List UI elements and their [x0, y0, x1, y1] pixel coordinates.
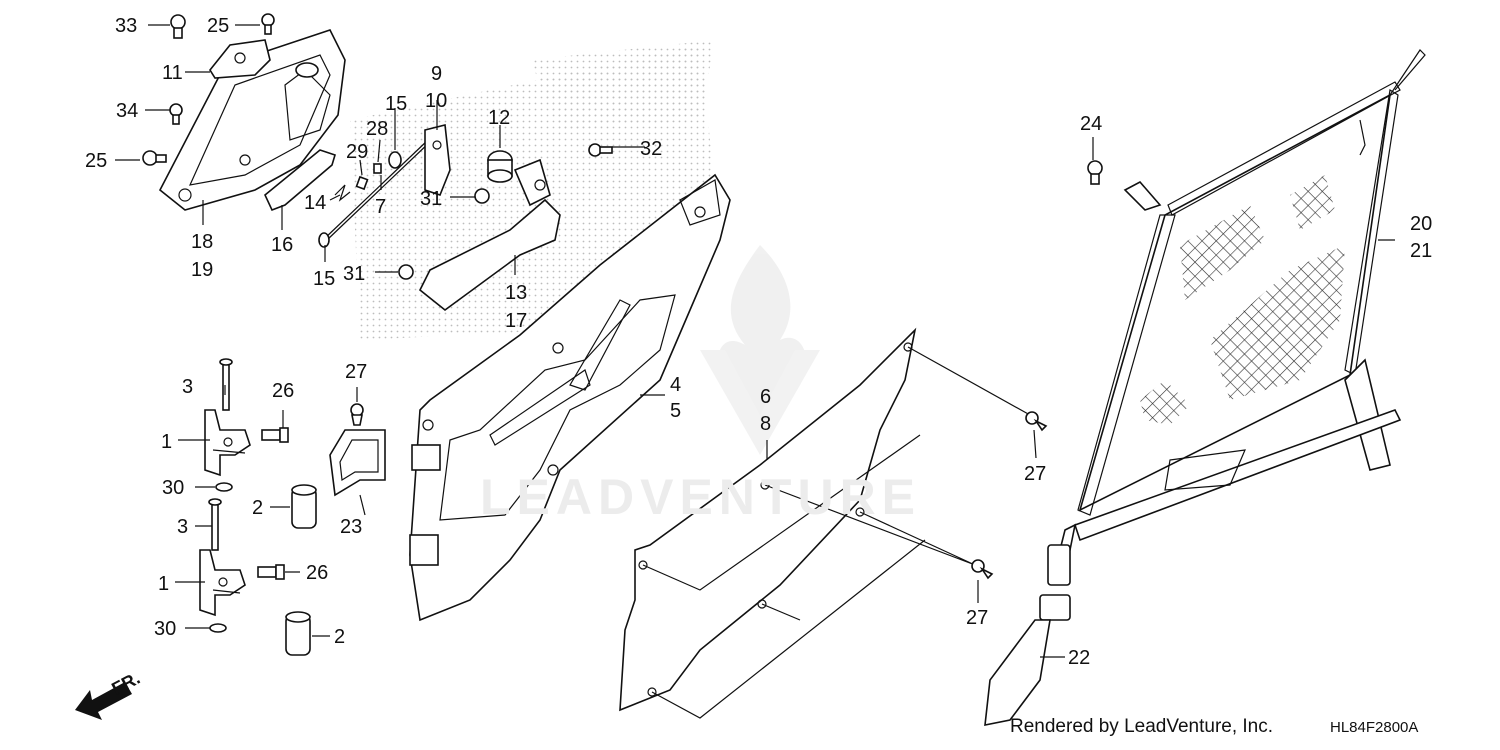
callout-20: 20 — [1410, 213, 1432, 235]
bolt-25-left — [142, 150, 167, 166]
bolt-25-top — [261, 13, 275, 35]
hinge-upper — [204, 409, 251, 477]
front-direction-arrow — [75, 682, 132, 720]
callout-18: 18 — [191, 231, 213, 253]
callout-27-left: 27 — [345, 361, 367, 383]
bolt-31-lower — [398, 264, 414, 280]
callout-26-lower: 26 — [306, 562, 328, 584]
net-strap — [984, 523, 1077, 726]
callout-19: 19 — [191, 259, 213, 281]
bolt-26-lower — [257, 564, 285, 580]
callout-34: 34 — [116, 100, 138, 122]
callout-30-upper: 30 — [162, 477, 184, 499]
door-net — [1073, 49, 1426, 542]
washer-15-lower — [318, 232, 330, 248]
callout-26-upper: 26 — [272, 380, 294, 402]
inner-door-panel — [619, 327, 917, 712]
callout-leader-lines — [115, 24, 1395, 658]
callout-22: 22 — [1068, 647, 1090, 669]
callout-24: 24 — [1080, 113, 1102, 135]
leader-lines-27 — [642, 346, 1031, 719]
pin-29 — [355, 175, 369, 191]
callout-2-upper: 2 — [252, 497, 263, 519]
callout-11: 11 — [162, 62, 183, 84]
callout-3-lower: 3 — [177, 516, 188, 538]
callout-9: 9 — [431, 63, 442, 85]
callout-12: 12 — [488, 107, 510, 129]
callout-2-lower: 2 — [334, 626, 345, 648]
hinge-pin-lower — [211, 499, 219, 551]
clip-30-upper — [215, 482, 233, 492]
callout-3-upper: 3 — [182, 376, 193, 398]
door-panel — [409, 173, 731, 622]
callout-32: 32 — [640, 138, 662, 160]
dotted-shading-area-upper — [530, 40, 715, 130]
callout-1-lower: 1 — [158, 573, 169, 595]
callout-29: 29 — [346, 141, 368, 163]
bolt-26-upper — [261, 427, 289, 443]
washer-15-upper — [388, 151, 402, 169]
callout-6: 6 — [760, 386, 771, 408]
clip-27-right-lower — [971, 559, 994, 580]
bolt-34 — [169, 103, 183, 125]
hinge-lower — [199, 549, 246, 617]
callout-17: 17 — [505, 310, 527, 332]
callout-15-upper: 15 — [385, 93, 407, 115]
diagram-code: HL84F2800A — [1330, 719, 1419, 736]
bolt-24 — [1087, 160, 1103, 185]
callout-25-left: 25 — [85, 150, 107, 172]
callout-27-upper-right: 27 — [1024, 463, 1046, 485]
callout-10: 10 — [425, 90, 447, 112]
watermark-logo — [700, 245, 820, 455]
latch-bracket — [209, 39, 271, 79]
callout-4: 4 — [670, 374, 681, 396]
bolt-33 — [170, 14, 186, 39]
callout-5: 5 — [670, 400, 681, 422]
pin-28 — [373, 163, 382, 174]
callout-14: 14 — [304, 192, 326, 214]
callout-30-lower: 30 — [154, 618, 176, 640]
callout-7: 7 — [375, 196, 386, 218]
clip-30-lower — [209, 623, 227, 633]
callout-numbers: 33 25 11 34 25 18 19 16 15 28 29 14 7 15… — [85, 15, 1432, 699]
handle-lever — [264, 149, 336, 212]
clip-27-right-upper — [1025, 411, 1048, 432]
callout-16: 16 — [271, 234, 293, 256]
callout-13: 13 — [505, 282, 527, 304]
hinge-pin-upper — [222, 359, 230, 411]
net-anchor — [1123, 180, 1162, 211]
callout-28: 28 — [366, 118, 388, 140]
cover-23 — [329, 429, 386, 497]
callout-27-lower-right: 27 — [966, 607, 988, 629]
bolt-32 — [588, 143, 613, 157]
bolt-31-upper — [474, 188, 490, 204]
spring-clip-14 — [334, 184, 351, 202]
callout-23: 23 — [340, 516, 362, 538]
callout-15-lower: 15 — [313, 268, 335, 290]
latch-plate — [424, 124, 451, 196]
callout-31-upper: 31 — [420, 188, 442, 210]
bushing-2-upper — [291, 484, 317, 529]
callout-25-top: 25 — [207, 15, 229, 37]
callout-1-upper: 1 — [161, 431, 172, 453]
callout-21: 21 — [1410, 240, 1432, 262]
bushing-12 — [487, 150, 513, 183]
watermark-text: LEADVENTURE — [480, 469, 922, 525]
bushing-2-lower — [285, 611, 311, 656]
callout-33: 33 — [115, 15, 137, 37]
latch-mount-bracket — [418, 198, 561, 312]
render-credit: Rendered by LeadVenture, Inc. — [1010, 716, 1274, 737]
callout-31-lower: 31 — [343, 263, 365, 285]
callout-8: 8 — [760, 413, 771, 435]
clip-27-left — [350, 403, 364, 426]
